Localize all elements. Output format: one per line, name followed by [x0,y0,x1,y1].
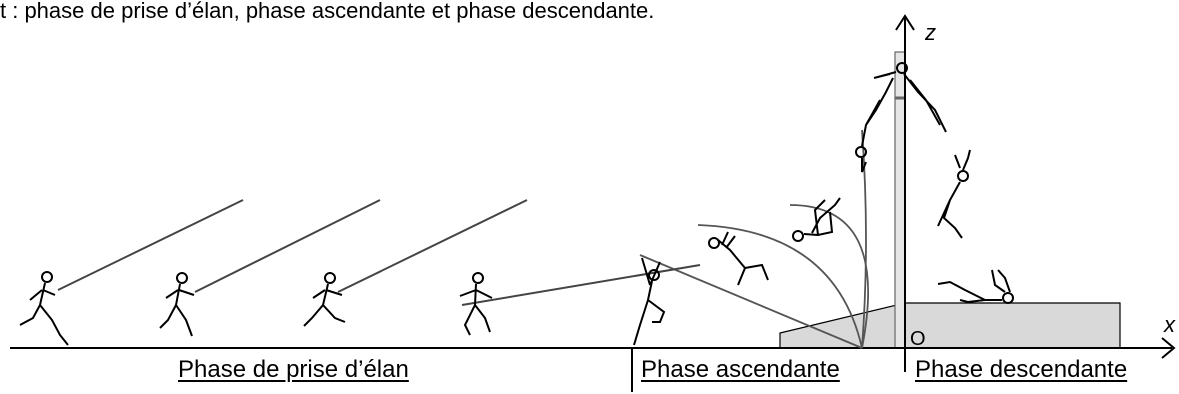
pole-4 [461,264,701,306]
runner-figure-4 [459,272,493,336]
upright [894,51,906,349]
pole-arc-2 [789,204,869,349]
vaulter-inverted [792,197,841,242]
vaulter-falling [937,149,971,239]
vaulter-rising [855,77,894,173]
runner-figure-3 [303,272,346,327]
vaulter-landing [937,269,1014,304]
pole-2 [194,199,381,293]
vaulter-clearance [873,62,947,133]
z-axis-arrowhead [895,14,915,31]
phase-label-run-up: Phase de prise d’élan [178,356,409,383]
runner-figure-1 [19,271,69,346]
vaulter-takeoff [633,257,666,346]
vaulter-swing [708,231,769,286]
pole-1 [57,199,244,291]
x-axis-arrowhead [1161,337,1176,359]
origin-label: O [910,328,926,350]
phase-label-ascending: Phase ascendante [641,356,840,383]
phase-label-descending: Phase descendante [915,356,1128,383]
pole-arc-1 [697,224,863,349]
runner-figure-2 [159,272,195,337]
z-axis-label: z [925,20,936,45]
figure-caption: t : phase de prise d’élan, phase ascenda… [0,0,655,23]
landing-mat [779,302,1121,349]
pole-3 [337,199,528,293]
pole-triangle-a [639,254,863,349]
x-axis-label: x [1164,312,1175,337]
